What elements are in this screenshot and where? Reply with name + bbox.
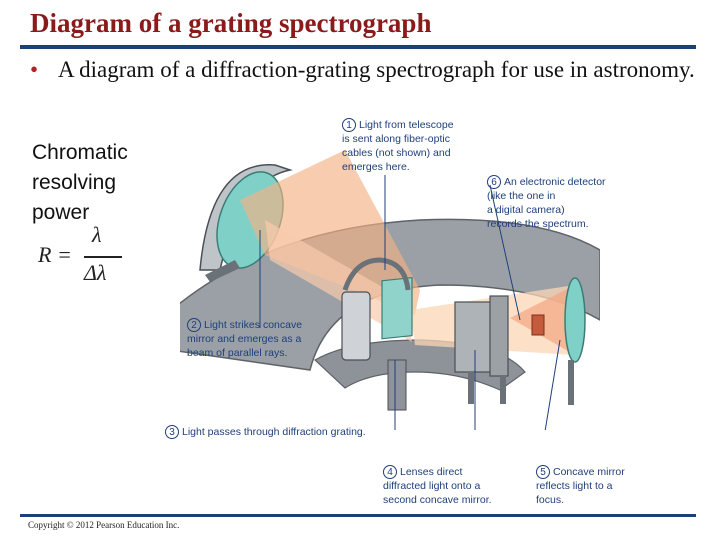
callout-text: is sent along fiber-optic (342, 133, 450, 145)
diffraction-grating (381, 276, 413, 340)
callout-text: Light passes through diffraction grating… (182, 426, 366, 438)
callout-text: Light from telescope (359, 119, 454, 131)
callout-number: 6 (487, 175, 501, 189)
leader-lines (259, 175, 561, 430)
side-label: Chromatic resolving power (32, 138, 128, 228)
concave-mirror-2 (564, 277, 586, 363)
callout-text: reflects light to a (536, 480, 613, 492)
parallel-beam (265, 220, 412, 342)
callout-text: Concave mirror (553, 466, 625, 478)
callout-number: 2 (187, 318, 201, 332)
callout-text: diffracted light onto a (383, 480, 481, 492)
fraction-bar (84, 256, 122, 258)
lens-ring (489, 295, 509, 377)
callout-number: 5 (536, 465, 550, 479)
formula-lhs: R = (38, 242, 72, 267)
side-label-line: Chromatic (32, 141, 128, 164)
incoming-beam (240, 150, 420, 315)
footer-rule (20, 514, 696, 517)
grating-post (387, 359, 407, 411)
copyright-notice: Copyright © 2012 Pearson Education Inc. (28, 520, 180, 530)
callout-text: cables (not shown) and (342, 147, 451, 159)
callout-text: (like the one in (487, 190, 556, 202)
spectrograph-illustration (180, 150, 600, 430)
mirror-stand-2 (568, 360, 574, 405)
lens-stand (468, 372, 474, 404)
callout-text: mirror and emerges as a (187, 333, 302, 345)
bullet-dot-icon: • (30, 57, 39, 82)
callout-text: second concave mirror. (383, 494, 492, 506)
callout-text: focus. (536, 494, 565, 506)
callout-number: 1 (342, 118, 356, 132)
mirror-stand-1 (205, 260, 240, 282)
callout-text: a digital camera) (487, 204, 565, 216)
callout-text: An electronic detector (504, 176, 606, 188)
title-rule-top (20, 45, 696, 49)
callout-text: Lenses direct (400, 466, 463, 478)
resolving-power-formula: R = λ Δλ (38, 222, 128, 292)
callout-text: emerges here. (342, 161, 410, 173)
electronic-detector (531, 314, 545, 336)
grating-frame (341, 291, 371, 361)
side-label-line: power (32, 201, 90, 224)
callout-number: 4 (383, 465, 397, 479)
side-label-line: resolving (32, 171, 117, 194)
callout-text: records the spectrum. (487, 218, 589, 230)
lens-stand-2 (500, 376, 506, 404)
slide-title: Diagram of a grating spectrograph (30, 8, 432, 38)
callout-text: beam of parallel rays. (187, 347, 288, 359)
callout-number: 3 (165, 425, 179, 439)
formula-numerator: λ (92, 222, 102, 247)
formula-denominator: Δλ (84, 260, 107, 285)
bullet-text: A diagram of a diffraction-grating spect… (58, 57, 695, 82)
callout-text: Light strikes concave (204, 319, 303, 331)
fiber-input (342, 257, 411, 291)
